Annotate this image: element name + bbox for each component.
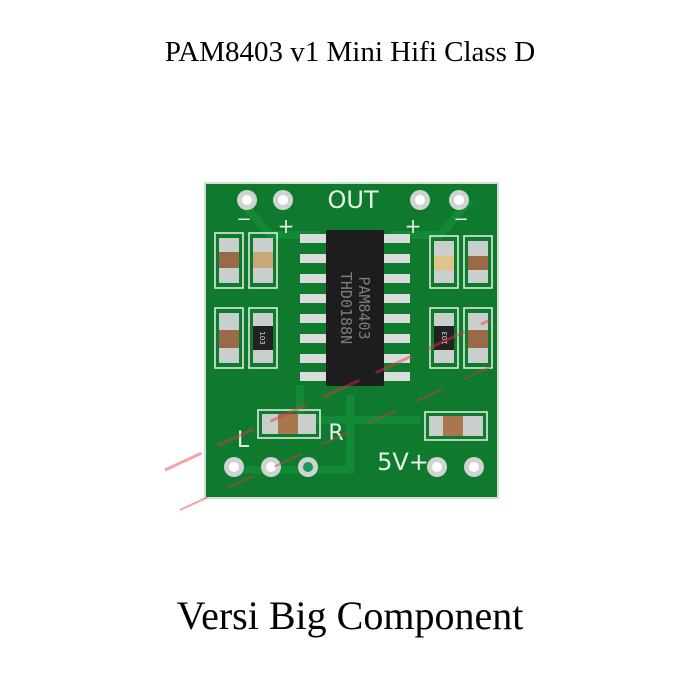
svg-text:+: + xyxy=(405,214,422,238)
svg-text:103: 103 xyxy=(441,331,449,344)
input-pins xyxy=(224,457,484,477)
product-title: PAM8403 v1 Mini Hifi Class D xyxy=(164,36,536,68)
silk-out: OUT xyxy=(327,186,378,214)
silk-right: R xyxy=(328,421,343,446)
chip-code: THD0188N xyxy=(337,272,355,344)
watermark xyxy=(164,318,506,511)
chip-label: PAM8403 xyxy=(355,276,373,339)
output-pins xyxy=(237,190,469,210)
product-caption: Versi Big Component xyxy=(176,593,524,638)
svg-text:−: − xyxy=(453,209,468,230)
svg-text:+: + xyxy=(278,214,295,238)
svg-text:−: − xyxy=(236,209,251,230)
silk-5v: 5V+ xyxy=(377,448,429,476)
svg-text:103: 103 xyxy=(258,331,266,344)
pam8403-chip xyxy=(326,230,384,386)
smd-components: 103 103 xyxy=(214,232,493,441)
silk-left: L xyxy=(237,428,250,453)
